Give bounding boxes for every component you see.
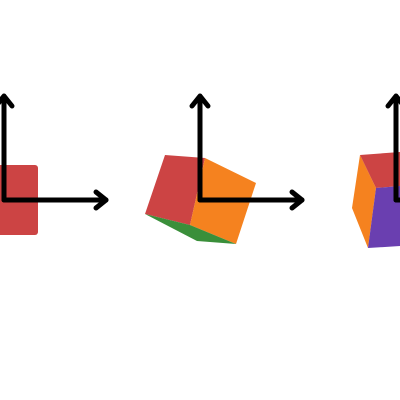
x-axis-arrowhead	[289, 189, 305, 211]
axes	[0, 93, 109, 211]
y-axis-arrowhead	[385, 93, 400, 109]
y-axis-arrowhead	[189, 93, 211, 109]
panel-3	[352, 93, 400, 248]
red-face	[145, 155, 205, 225]
orange-face	[352, 155, 376, 248]
axes	[189, 93, 305, 211]
red-face	[360, 152, 400, 188]
axes	[385, 93, 400, 203]
purple-face	[368, 186, 400, 248]
x-axis-arrowhead	[93, 189, 109, 211]
green-face	[145, 214, 236, 244]
y-axis-arrowhead	[0, 93, 15, 109]
panel-2	[145, 93, 305, 244]
panel-1	[0, 93, 109, 235]
